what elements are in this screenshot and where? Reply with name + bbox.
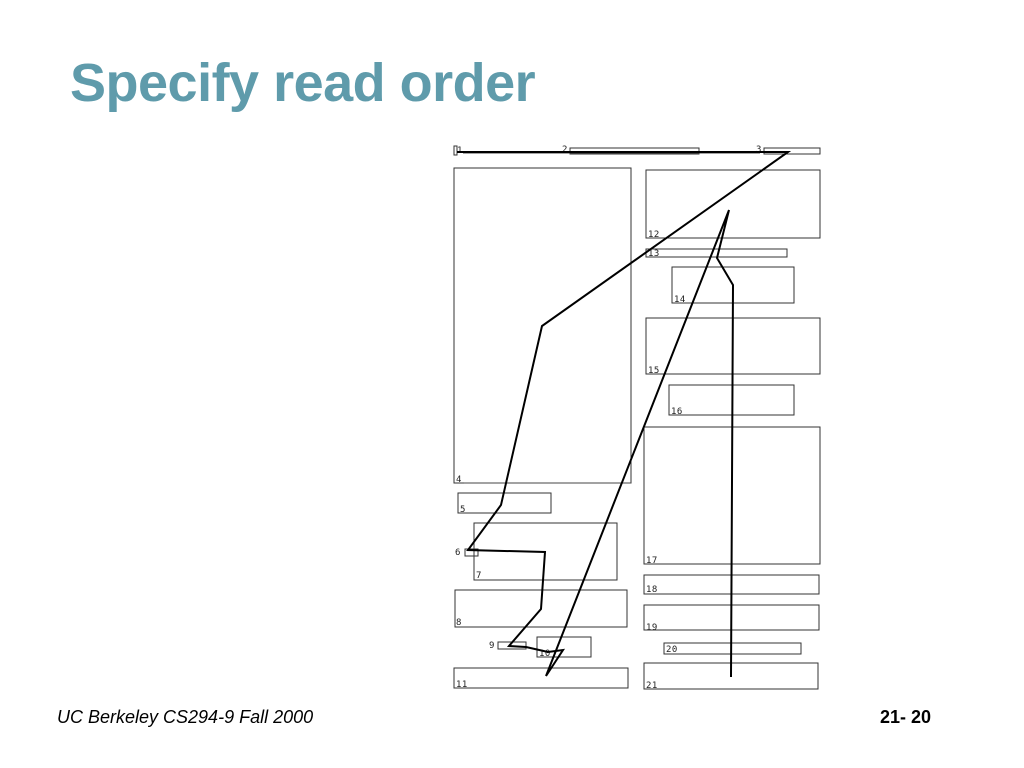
region-11: 11 xyxy=(453,667,629,690)
footer-course: UC Berkeley CS294-9 Fall 2000 xyxy=(57,707,314,727)
region-label-5: 5 xyxy=(460,505,466,515)
region-3: 3 xyxy=(756,145,821,155)
region-12: 12 xyxy=(645,169,821,240)
region-5: 5 xyxy=(457,492,552,515)
footer-slide-number: 21- 20 xyxy=(880,707,932,727)
region-label-12: 12 xyxy=(648,230,660,240)
region-label-18: 18 xyxy=(646,585,658,595)
region-label-9: 9 xyxy=(489,641,495,651)
region-label-11: 11 xyxy=(456,680,468,690)
region-label-8: 8 xyxy=(456,618,462,628)
region-label-3: 3 xyxy=(756,145,762,155)
region-label-2: 2 xyxy=(562,145,568,155)
region-4: 4 xyxy=(453,167,632,485)
region-10: 10 xyxy=(536,636,592,659)
region-label-4: 4 xyxy=(456,475,462,485)
region-20: 20 xyxy=(663,642,802,655)
region-label-20: 20 xyxy=(666,645,678,655)
region-label-21: 21 xyxy=(646,681,658,691)
region-7: 7 xyxy=(473,522,618,581)
slide-title: Specify read order xyxy=(70,53,536,113)
region-label-13: 13 xyxy=(648,249,660,259)
region-label-19: 19 xyxy=(646,623,658,633)
region-label-14: 14 xyxy=(674,295,686,305)
region-label-17: 17 xyxy=(646,556,658,566)
region-label-7: 7 xyxy=(476,571,482,581)
region-label-6: 6 xyxy=(455,548,461,558)
region-6: 6 xyxy=(455,548,479,558)
region-label-15: 15 xyxy=(648,366,660,376)
region-label-10: 10 xyxy=(539,649,551,659)
region-2: 2 xyxy=(562,145,760,155)
read-order-path xyxy=(457,151,792,678)
region-8: 8 xyxy=(454,589,628,628)
region-label-16: 16 xyxy=(671,407,683,417)
